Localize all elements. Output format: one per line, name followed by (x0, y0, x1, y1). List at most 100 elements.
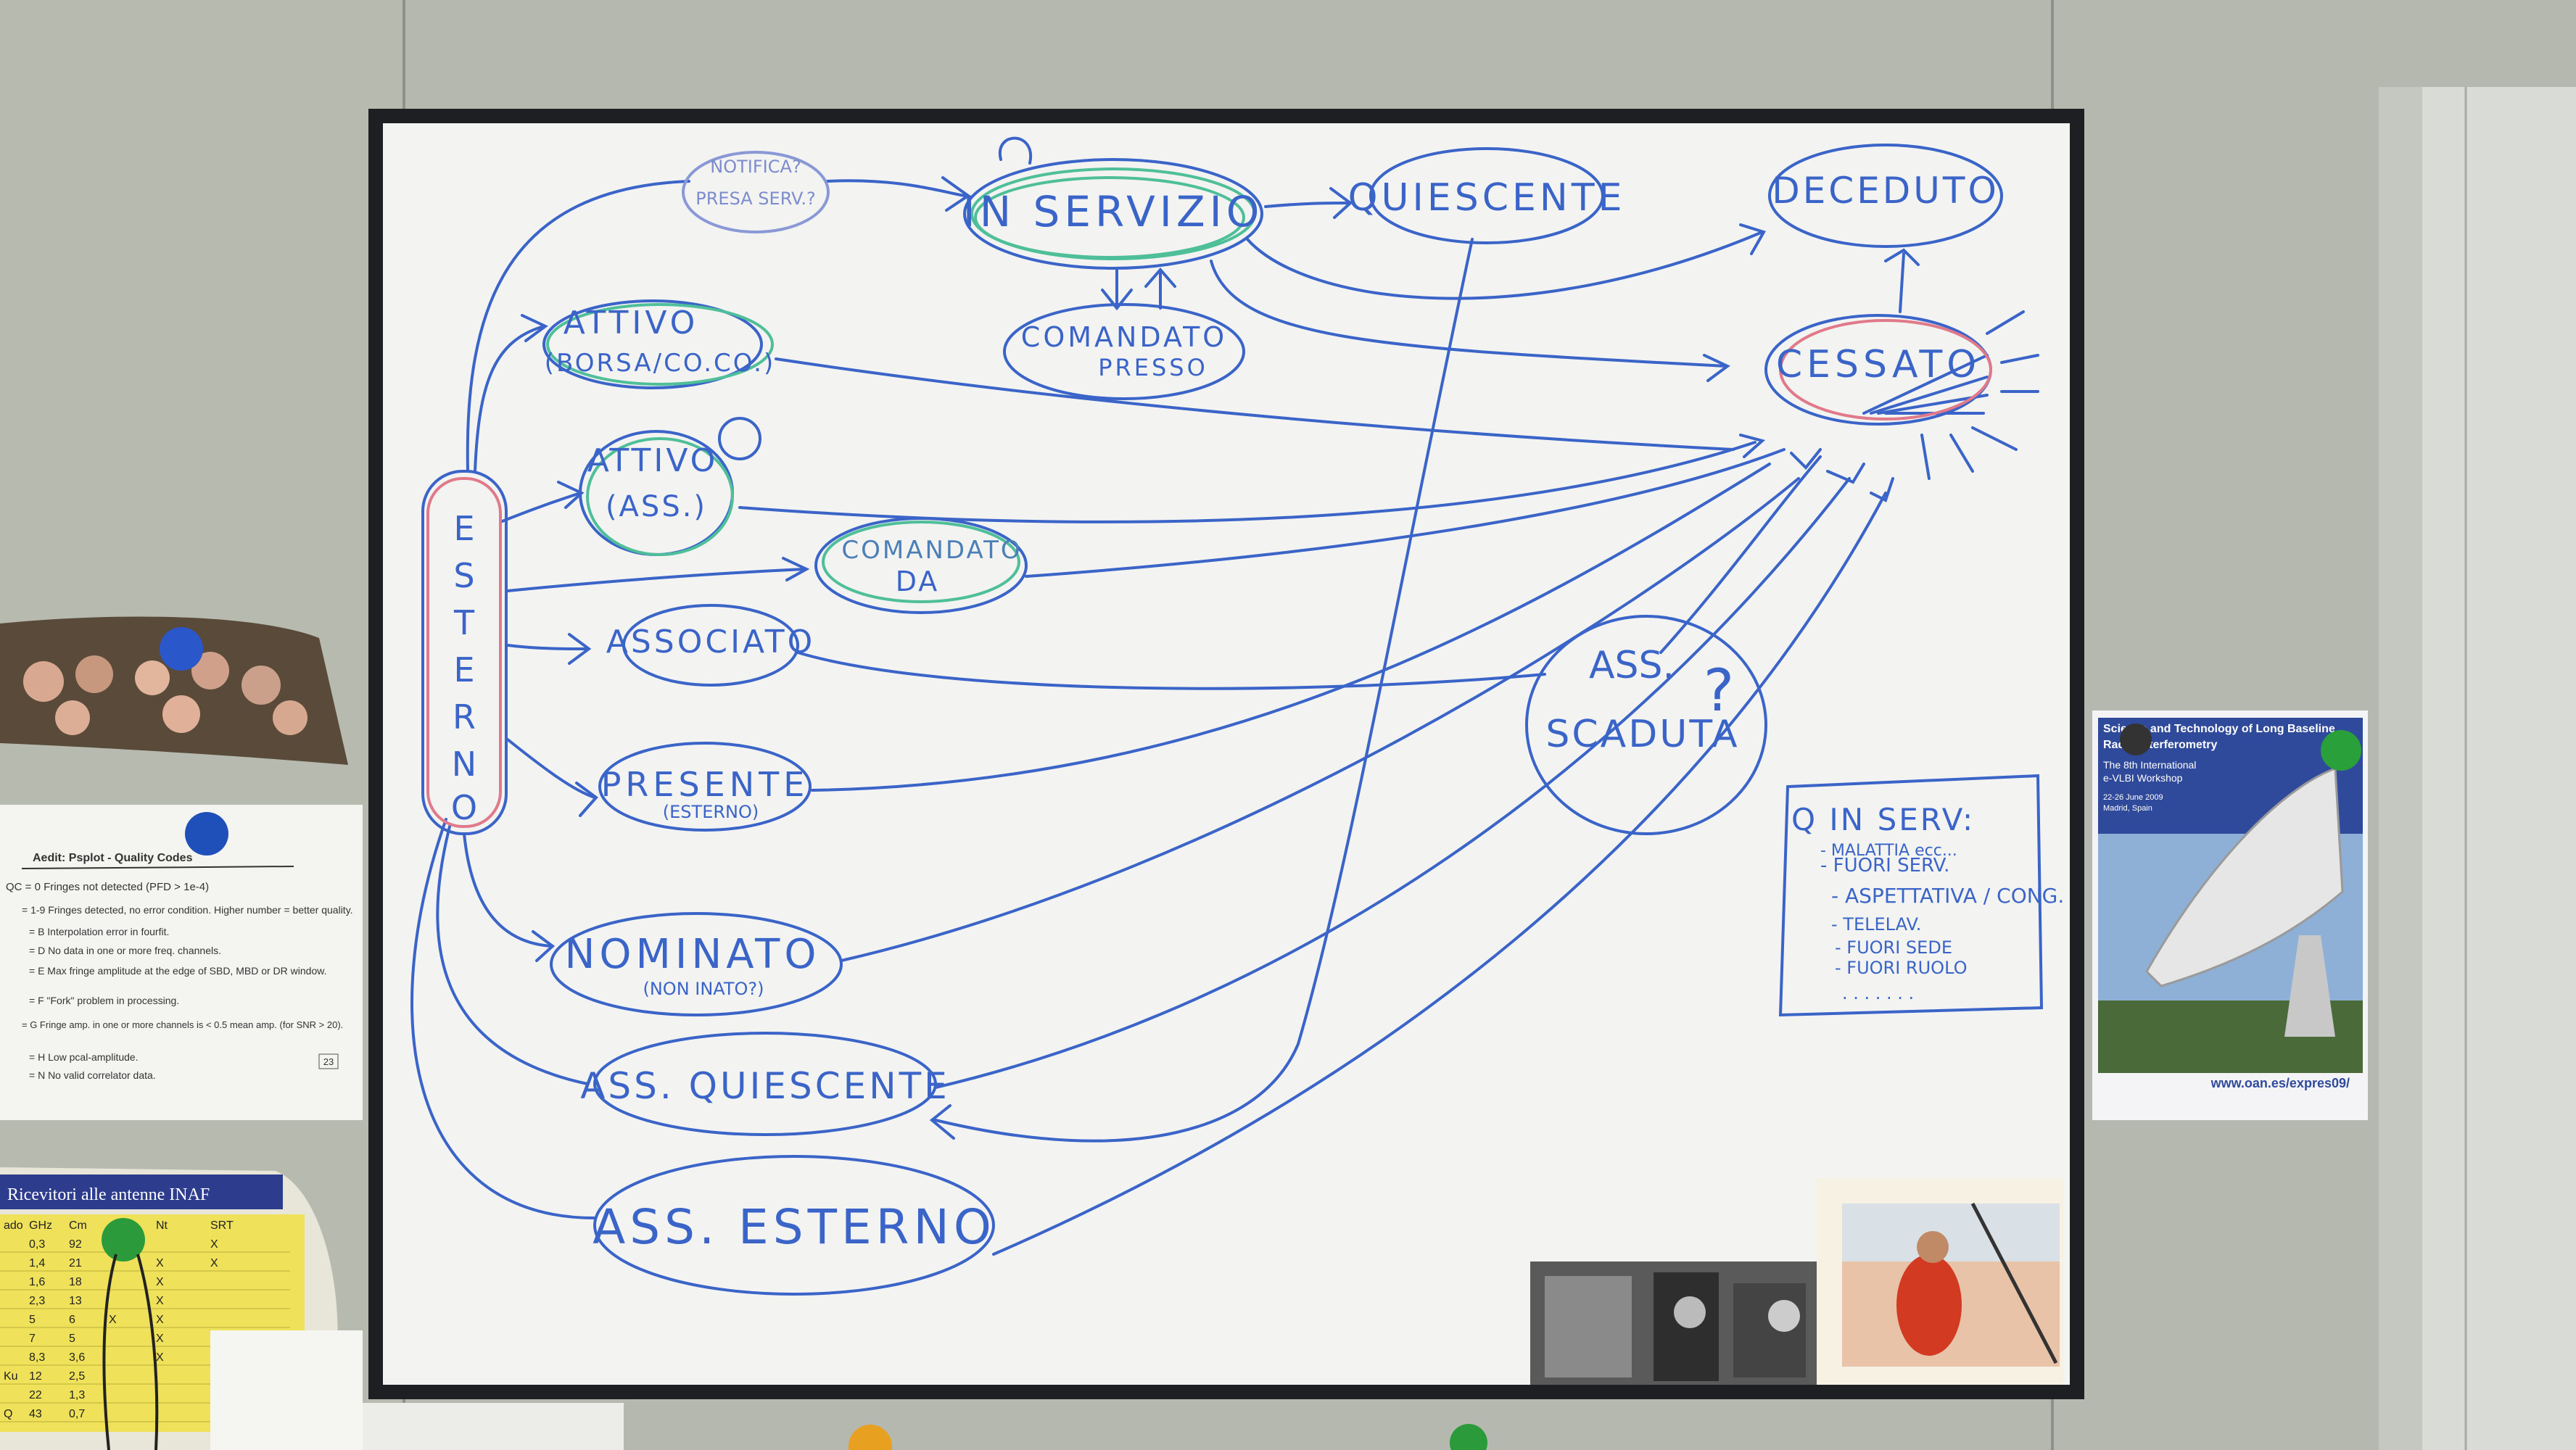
svg-text:T: T (453, 603, 475, 642)
svg-text:= E Max fringe amplitude at th: = E Max fringe amplitude at the edge of … (29, 965, 326, 977)
receiver-table-cell: Ku (4, 1370, 18, 1383)
receiver-table-cell: 1,4 (29, 1257, 45, 1269)
svg-text:23: 23 (323, 1056, 334, 1067)
receiver-table-header: GHz (29, 1219, 52, 1232)
blue-magnet (160, 627, 203, 671)
svg-text:e-VLBI Workshop: e-VLBI Workshop (2103, 772, 2183, 784)
svg-text:Madrid, Spain: Madrid, Spain (2103, 804, 2152, 813)
workshop-poster: Science and Technology of Long Baseline … (2092, 710, 2368, 1120)
ass-scaduta-question: ? (1704, 657, 1734, 724)
receiver-table-cell: X (156, 1295, 164, 1307)
nominato-line1: NOMINATO (565, 931, 821, 978)
receiver-table-cell: 5 (69, 1333, 75, 1345)
green-magnet (2321, 730, 2361, 771)
deceduto-label: DECEDUTO (1772, 170, 1999, 212)
receiver-table-header: ado (4, 1219, 23, 1232)
receiver-table-cell: X (210, 1257, 218, 1269)
notifica-line1: NOTIFICA? (710, 157, 801, 177)
note-title: Q IN SERV: (1791, 802, 1975, 837)
receiver-table-cell: 3,6 (69, 1351, 85, 1364)
receiver-table-cell: 43 (29, 1408, 42, 1420)
receiver-table-cell: X (210, 1238, 218, 1251)
svg-text:= 1-9 Fringes detected, no err: = 1-9 Fringes detected, no error conditi… (22, 904, 353, 916)
receiver-table-cell: 92 (69, 1238, 82, 1251)
svg-text:22-26 June 2009: 22-26 June 2009 (2103, 793, 2163, 802)
receiver-table-header: Cm (69, 1219, 87, 1232)
receiver-table-cell: 12 (29, 1370, 42, 1383)
esterno-label: E S T E R N O (451, 509, 477, 827)
svg-text:= B Interpolation error in fou: = B Interpolation error in fourfit. (29, 926, 169, 937)
blue-magnet (185, 812, 228, 856)
attivo-ass-line2: (ASS.) (606, 490, 707, 523)
notifica-line2: PRESA SERV.? (695, 188, 816, 209)
comandato-presso-line2: PRESSO (1098, 354, 1208, 381)
receiver-table-cell: X (156, 1257, 164, 1269)
receiver-table-cell: 0,3 (29, 1238, 45, 1251)
ass-scaduta-line2: SCADUTA (1545, 713, 1739, 756)
presente-line1: PRESENTE (601, 765, 809, 804)
receiver-table-cell: Q (4, 1408, 12, 1420)
receiver-table-cell: 13 (69, 1295, 82, 1307)
svg-text:- FUORI SEDE: - FUORI SEDE (1835, 937, 1952, 958)
receiver-table-header: Nt (156, 1219, 168, 1232)
presente-line2: (ESTERNO) (663, 802, 759, 822)
green-magnet (102, 1218, 145, 1262)
small-paper-bottom (210, 1330, 624, 1450)
transition-arrows (410, 136, 2039, 1256)
svg-text:R: R (453, 697, 476, 737)
attivo-borsa-line2: (BORSA/CO.CO.) (545, 349, 775, 378)
arrowheads (521, 176, 1920, 1140)
qc-sheet: Aedit: Psplot - Quality Codes QC = 0 Fri… (0, 805, 363, 1120)
svg-text:E: E (453, 650, 474, 689)
svg-text:The 8th International: The 8th International (2103, 759, 2196, 771)
photo-lab-bw (1530, 1262, 1820, 1385)
svg-text:- FUORI SERV.: - FUORI SERV. (1820, 855, 1949, 877)
svg-text:S: S (453, 556, 474, 595)
receiver-table-cell: 0,7 (69, 1408, 85, 1420)
receiver-table-cell: X (156, 1351, 164, 1364)
svg-text:- MALATTIA ecc...: - MALATTIA ecc... (1820, 842, 1957, 860)
svg-text:= D No data in one or more fre: = D No data in one or more freq. channel… (29, 945, 221, 956)
cessato-label: CESSATO (1776, 343, 1981, 386)
highlight-rings (426, 167, 1992, 828)
attivo-ass-line1: ATTIVO (587, 442, 719, 479)
receiver-table-title: Ricevitori alle antenne INAF (7, 1185, 210, 1204)
svg-text:N: N (452, 745, 476, 784)
whiteboard (368, 109, 2084, 1399)
receiver-table-cell: X (156, 1333, 164, 1345)
svg-text:E: E (453, 509, 474, 548)
photo-sailing (1817, 1178, 2063, 1385)
receiver-table-cell: 21 (69, 1257, 82, 1269)
associato-label: ASSOCIATO (606, 624, 815, 660)
svg-text:- TELELAV.: - TELELAV. (1831, 914, 1921, 935)
receiver-table-cell: 5 (29, 1314, 36, 1326)
receiver-table-cell: 6 (69, 1314, 75, 1326)
nominato-line2: (NON INATO?) (643, 979, 764, 999)
svg-text:= N No valid correlator data.: = N No valid correlator data. (29, 1069, 156, 1081)
in-servizio-label: IN SERVIZIO (963, 187, 1264, 236)
svg-text:- FUORI RUOLO: - FUORI RUOLO (1835, 958, 1967, 978)
receiver-table-cell: X (156, 1276, 164, 1288)
receiver-table-cell: 22 (29, 1389, 42, 1401)
receiver-table-cell: 18 (69, 1276, 82, 1288)
yellow-magnet (849, 1425, 892, 1450)
svg-text:= H Low pcal-amplitude.: = H Low pcal-amplitude. (29, 1051, 139, 1063)
svg-text:= G Fringe amp. in one or more: = G Fringe amp. in one or more channels … (22, 1019, 343, 1030)
quiescente-label: QUIESCENTE (1348, 176, 1626, 220)
poster-title-1: Science and Technology of Long Baseline (2103, 723, 2335, 735)
receiver-table-cell: 2,5 (69, 1370, 85, 1383)
poster-url: www.oan.es/expres09/ (2210, 1076, 2350, 1090)
group-photo (0, 616, 348, 765)
receiver-table-header: SRT (210, 1219, 234, 1232)
receiver-table-cell: 1,6 (29, 1276, 45, 1288)
receiver-table-cell: X (109, 1314, 117, 1326)
svg-text:= F "Fork" problem in processi: = F "Fork" problem in processing. (29, 995, 179, 1006)
attivo-borsa-line1: ATTIVO (564, 304, 699, 341)
qc-title: Aedit: Psplot - Quality Codes (33, 852, 193, 864)
ass-quiescente-label: ASS. QUIESCENTE (580, 1065, 950, 1107)
svg-text:. . . . . . .: . . . . . . . (1842, 983, 1914, 1003)
receiver-table-cell: X (156, 1314, 164, 1326)
comandato-da-line1: COMANDATO (841, 536, 1022, 565)
